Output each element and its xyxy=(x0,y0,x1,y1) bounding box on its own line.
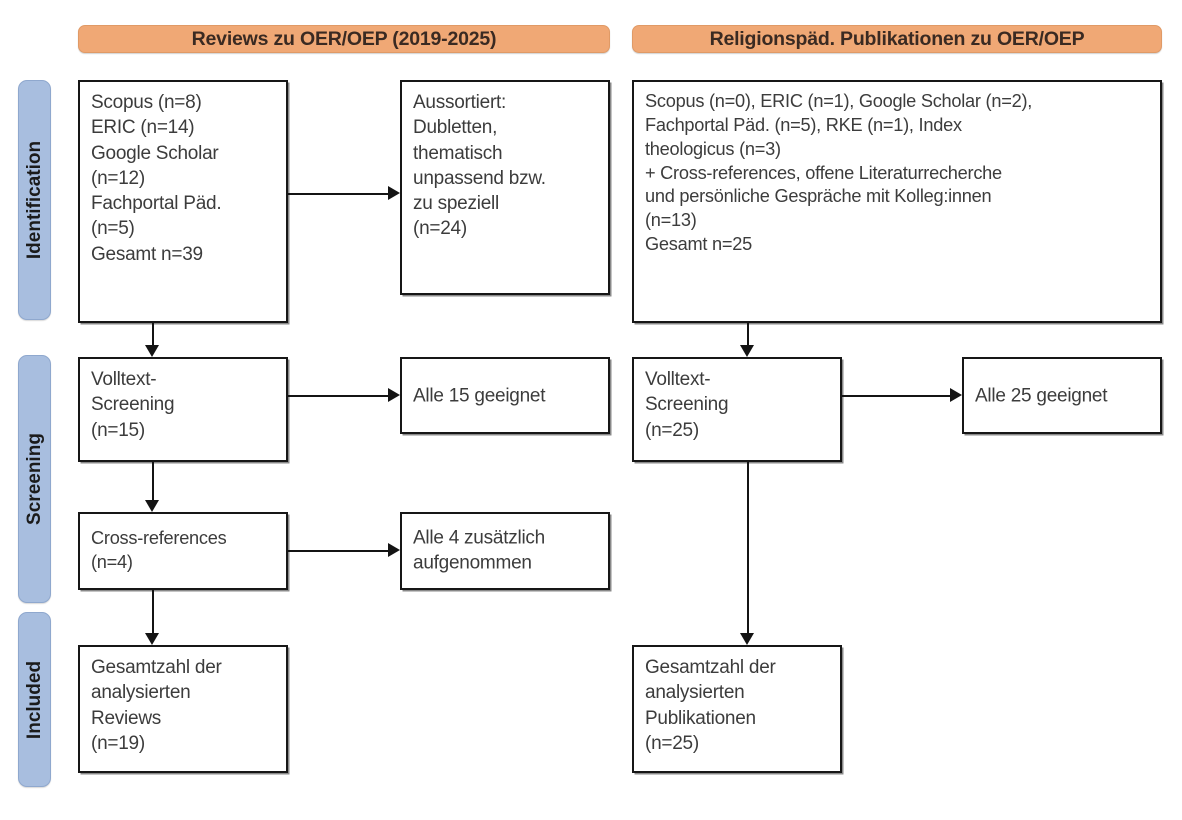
box-left-crossrefs-result: Alle 4 zusätzlich aufgenommen xyxy=(400,512,610,590)
stage-label-identification: Identification xyxy=(23,140,45,260)
header-left-label: Reviews zu OER/OEP (2019-2025) xyxy=(191,27,497,50)
box-left-crossrefs-text: Cross-references (n=4) xyxy=(91,528,227,572)
arrowhead-right-screening-to-included xyxy=(740,633,754,645)
box-left-screening: Volltext- Screening (n=15) xyxy=(78,357,288,462)
box-right-included-text: Gesamtzahl der analysierten Publikatione… xyxy=(645,657,776,754)
box-left-crossrefs-result-text: Alle 4 zusätzlich aufgenommen xyxy=(413,527,545,574)
stage-pill-identification: Identification xyxy=(18,80,51,320)
box-right-screening: Volltext- Screening (n=25) xyxy=(632,357,842,462)
box-left-included-text: Gesamtzahl der analysierten Reviews (n=1… xyxy=(91,657,222,754)
box-right-identification: Scopus (n=0), ERIC (n=1), Google Scholar… xyxy=(632,80,1162,323)
box-left-included: Gesamtzahl der analysierten Reviews (n=1… xyxy=(78,645,288,773)
connector-left-identification-to-excluded xyxy=(288,193,388,195)
stage-pill-screening: Screening xyxy=(18,355,51,603)
arrowhead-left-screening-to-crossrefs xyxy=(145,500,159,512)
arrowhead-right-identification-to-screening xyxy=(740,345,754,357)
header-pill-right: Religionspäd. Publikationen zu OER/OEP xyxy=(632,25,1162,53)
arrowhead-left-crossrefs-to-result xyxy=(388,543,400,557)
arrowhead-left-screening-to-result xyxy=(388,388,400,402)
header-pill-left: Reviews zu OER/OEP (2019-2025) xyxy=(78,25,610,53)
arrowhead-right-screening-to-result xyxy=(950,388,962,402)
stage-pill-included: Included xyxy=(18,612,51,787)
box-right-screening-result: Alle 25 geeignet xyxy=(962,357,1162,434)
box-left-excluded-text: Aussortiert: Dubletten, thematisch unpas… xyxy=(413,92,546,240)
header-right-label: Religionspäd. Publikationen zu OER/OEP xyxy=(709,27,1085,50)
box-left-identification-text: Scopus (n=8) ERIC (n=14) Google Scholar … xyxy=(91,92,222,265)
connector-right-screening-to-included xyxy=(747,462,749,633)
stage-label-included: Included xyxy=(23,660,45,739)
box-left-identification: Scopus (n=8) ERIC (n=14) Google Scholar … xyxy=(78,80,288,323)
box-left-screening-result: Alle 15 geeignet xyxy=(400,357,610,434)
connector-left-crossrefs-to-result xyxy=(288,550,388,552)
box-right-screening-result-text: Alle 25 geeignet xyxy=(975,384,1108,406)
connector-left-screening-to-result xyxy=(288,395,388,397)
connector-left-identification-to-screening xyxy=(152,323,154,345)
connector-left-screening-to-crossrefs xyxy=(152,462,154,500)
arrowhead-left-identification-to-excluded xyxy=(388,186,400,200)
connector-right-identification-to-screening xyxy=(747,323,749,345)
box-left-crossrefs: Cross-references (n=4) xyxy=(78,512,288,590)
box-right-included: Gesamtzahl der analysierten Publikatione… xyxy=(632,645,842,773)
arrowhead-left-crossrefs-to-included xyxy=(145,633,159,645)
box-left-screening-result-text: Alle 15 geeignet xyxy=(413,384,546,406)
arrowhead-left-identification-to-screening xyxy=(145,345,159,357)
connector-right-screening-to-result xyxy=(842,395,950,397)
box-right-screening-text: Volltext- Screening (n=25) xyxy=(645,369,729,441)
box-left-screening-text: Volltext- Screening (n=15) xyxy=(91,369,175,441)
connector-left-crossrefs-to-included xyxy=(152,590,154,633)
stage-label-screening: Screening xyxy=(23,433,45,525)
box-right-identification-text: Scopus (n=0), ERIC (n=1), Google Scholar… xyxy=(645,91,1033,255)
box-left-excluded: Aussortiert: Dubletten, thematisch unpas… xyxy=(400,80,610,295)
